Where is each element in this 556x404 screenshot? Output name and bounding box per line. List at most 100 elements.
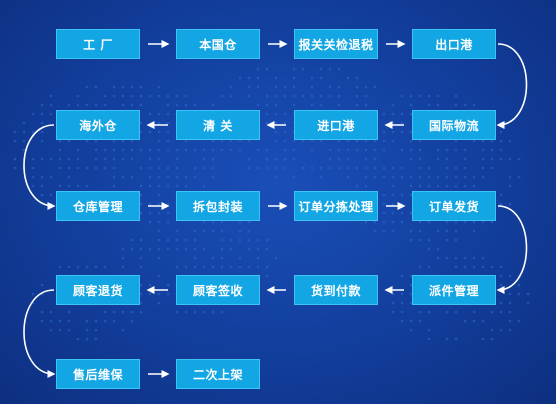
map-dot <box>256 103 260 107</box>
map-dot <box>148 184 152 188</box>
map-dot <box>409 238 413 242</box>
map-dot <box>130 148 134 152</box>
map-dot <box>310 94 314 98</box>
map-dot <box>184 247 188 251</box>
map-dot <box>121 85 125 89</box>
map-dot <box>490 220 494 224</box>
map-dot <box>490 139 494 143</box>
map-dot <box>166 292 170 296</box>
map-dot <box>481 166 485 170</box>
map-dot <box>49 175 53 179</box>
map-dot <box>166 247 170 251</box>
map-dot <box>121 175 125 179</box>
map-dot <box>184 94 188 98</box>
map-dot <box>94 148 98 152</box>
map-dot <box>247 238 251 242</box>
map-dot <box>166 139 170 143</box>
map-dot <box>328 67 332 71</box>
map-dot <box>139 184 143 188</box>
map-dot <box>31 175 35 179</box>
map-dot <box>256 148 260 152</box>
map-dot <box>247 76 251 80</box>
map-dot <box>454 310 458 314</box>
map-dot <box>445 229 449 233</box>
map-dot <box>409 292 413 296</box>
map-dot <box>346 175 350 179</box>
map-dot <box>247 229 251 233</box>
map-dot <box>121 265 125 269</box>
map-dot <box>472 103 476 107</box>
map-dot <box>130 310 134 314</box>
map-dot <box>67 166 71 170</box>
map-dot <box>211 256 215 260</box>
map-dot <box>103 310 107 314</box>
map-dot <box>175 247 179 251</box>
map-dot <box>382 166 386 170</box>
map-dot <box>454 103 458 107</box>
map-dot <box>463 166 467 170</box>
map-dot <box>265 148 269 152</box>
map-dot <box>328 85 332 89</box>
map-dot <box>148 157 152 161</box>
map-dot <box>166 166 170 170</box>
map-dot <box>409 283 413 287</box>
map-dot <box>292 67 296 71</box>
map-dot <box>292 76 296 80</box>
map-dot <box>193 103 197 107</box>
map-dot <box>283 157 287 161</box>
map-dot <box>148 202 152 206</box>
map-dot <box>508 139 512 143</box>
map-dot <box>400 193 404 197</box>
map-dot <box>481 175 485 179</box>
map-dot <box>436 247 440 251</box>
map-dot <box>274 139 278 143</box>
map-dot <box>274 121 278 125</box>
map-dot <box>220 94 224 98</box>
map-dot <box>346 76 350 80</box>
map-dot <box>481 148 485 152</box>
map-dot <box>184 139 188 143</box>
map-dot <box>400 148 404 152</box>
map-dot <box>382 112 386 116</box>
map-dot <box>499 202 503 206</box>
map-dot <box>472 220 476 224</box>
map-dot <box>157 130 161 134</box>
map-dot <box>418 175 422 179</box>
map-dot <box>211 103 215 107</box>
map-dot <box>364 139 368 143</box>
map-dot <box>454 229 458 233</box>
map-dot <box>22 148 26 152</box>
map-dot <box>67 319 71 323</box>
map-dot <box>472 256 476 260</box>
map-dot <box>391 175 395 179</box>
map-dot <box>265 67 269 71</box>
map-dot <box>157 148 161 152</box>
map-dot <box>148 247 152 251</box>
map-dot <box>490 157 494 161</box>
map-dot <box>49 319 53 323</box>
map-dot <box>490 166 494 170</box>
map-dot <box>328 157 332 161</box>
map-dot <box>238 139 242 143</box>
map-dot <box>31 157 35 161</box>
map-dot <box>139 238 143 242</box>
map-dot <box>391 301 395 305</box>
map-dot <box>157 211 161 215</box>
map-dot <box>238 238 242 242</box>
step-order-sorting: 订单分拣处理 <box>294 191 378 221</box>
map-dot <box>481 220 485 224</box>
map-dot <box>112 157 116 161</box>
map-dot <box>463 265 467 269</box>
map-dot <box>418 238 422 242</box>
map-dot <box>499 283 503 287</box>
map-dot <box>139 211 143 215</box>
map-dot <box>175 148 179 152</box>
map-dot <box>382 193 386 197</box>
map-dot <box>238 148 242 152</box>
map-dot <box>139 301 143 305</box>
map-dot <box>157 175 161 179</box>
map-dot <box>400 301 404 305</box>
map-dot <box>40 283 44 287</box>
map-dot <box>391 166 395 170</box>
map-dot <box>409 103 413 107</box>
